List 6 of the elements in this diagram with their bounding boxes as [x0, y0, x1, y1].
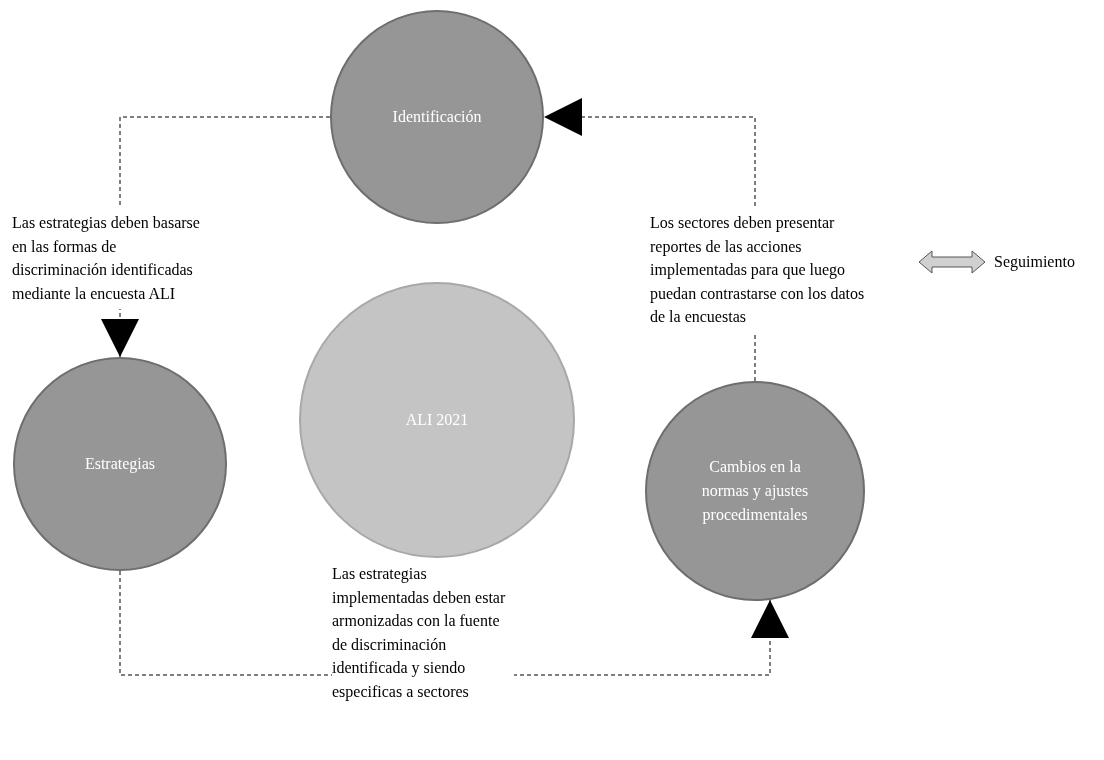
node-label: ALI 2021 — [404, 410, 470, 430]
node-label: Identificación — [391, 107, 483, 127]
edge-label: Los sectores deben presentar reportes de las acciones implementadas para que luego puedan contrastarse con los datos de la encuestas — [650, 207, 865, 333]
legend-label: Seguimiento — [994, 252, 1075, 273]
node-label: Cambios en la normas y ajustes procedimentales — [700, 457, 810, 526]
node-label: Estrategias — [83, 454, 157, 475]
